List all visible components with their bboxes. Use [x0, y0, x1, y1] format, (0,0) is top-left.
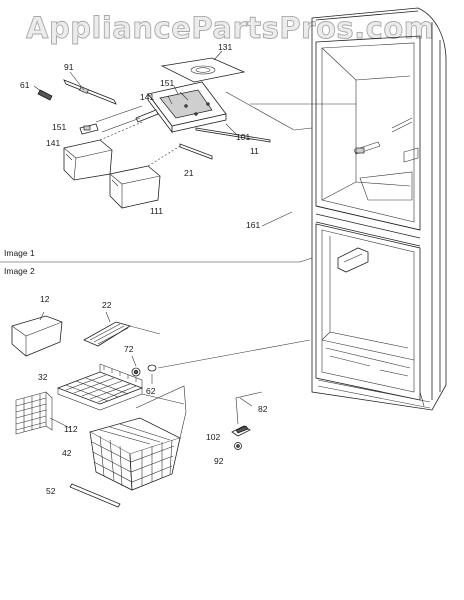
callout-12: 12	[40, 294, 50, 304]
callout-131: 131	[218, 42, 232, 52]
callout-112: 112	[64, 424, 78, 434]
callout-62: 62	[146, 386, 156, 396]
callout-21: 21	[184, 168, 194, 178]
callout-labels: 131 91 61 151 141 101 11 151 141 21 111 …	[4, 42, 268, 496]
refrigerator-cabinet	[311, 7, 447, 411]
callout-61: 61	[20, 80, 30, 90]
callout-92: 92	[214, 456, 224, 466]
callout-91: 91	[64, 62, 74, 72]
watermark-text: AppliancePartsPros.com	[26, 11, 434, 45]
image2-parts	[11, 311, 311, 508]
callout-151-upper: 151	[160, 78, 174, 88]
callout-141-upper: 141	[140, 92, 154, 102]
callout-22: 22	[102, 300, 112, 310]
callout-52: 52	[46, 486, 56, 496]
image1-parts	[33, 50, 356, 227]
callout-82: 82	[258, 404, 268, 414]
callout-11: 11	[250, 146, 259, 156]
callout-72: 72	[124, 344, 134, 354]
section-label-image2: Image 2	[4, 266, 35, 276]
callout-151-lower: 151	[52, 122, 66, 132]
section-label-image1: Image 1	[4, 248, 35, 258]
callout-111: 111	[150, 206, 163, 216]
callout-42: 42	[62, 448, 72, 458]
callout-141-lower: 141	[46, 138, 60, 148]
callout-102: 102	[206, 432, 220, 442]
callout-101: 101	[236, 132, 250, 142]
callout-32: 32	[38, 372, 48, 382]
callout-161: 161	[246, 220, 260, 230]
